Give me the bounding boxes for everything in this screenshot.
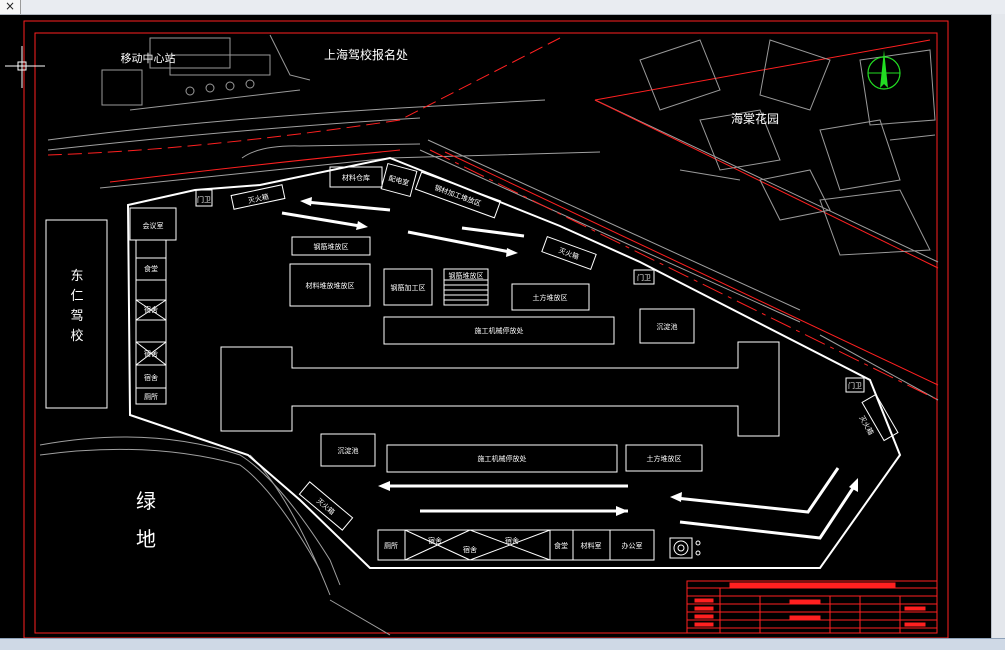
green-area-char-1: 绿 <box>136 489 156 513</box>
roads <box>39 99 939 636</box>
site-boundary <box>126 156 902 569</box>
gate-3-label: 门卫 <box>848 381 862 390</box>
dorm-bottom-label-1: 宿舍 <box>428 536 442 545</box>
well-icon <box>669 537 701 559</box>
toilet-bottom-label: 厕所 <box>384 541 398 550</box>
steel-stack[interactable] <box>443 268 489 306</box>
meeting-room-label: 会议室 <box>143 221 164 230</box>
earth-stack-2-label: 土方堆放区 <box>647 454 682 463</box>
power-room[interactable] <box>380 162 418 198</box>
left-building-char-2: 仁 <box>70 289 83 304</box>
arrow-7 <box>675 467 840 514</box>
fire-box-3-label: 灭火箱 <box>857 414 875 437</box>
stacking-top-label: 钢筋堆放区 <box>314 242 349 251</box>
material-room[interactable] <box>329 166 383 188</box>
inner-border <box>34 32 938 634</box>
pool-bottom-label: 沉淀池 <box>338 446 359 455</box>
pool-top[interactable] <box>639 308 695 344</box>
left-dorm-block[interactable] <box>135 239 167 405</box>
left-building: 东 仁 驾 校 <box>45 219 108 409</box>
dorm-left-label-3: 宿舍 <box>144 373 158 382</box>
material-room-label: 材料仓库 <box>342 173 370 182</box>
arrow-1 <box>305 200 391 212</box>
status-bar <box>0 638 1005 650</box>
outer-border <box>23 20 949 638</box>
gate-1-label: 门卫 <box>197 195 211 204</box>
title-bar: × <box>0 0 1005 15</box>
traffic-arrows <box>281 197 858 540</box>
left-building-char-4: 校 <box>70 328 83 344</box>
arrow-8 <box>679 484 857 540</box>
machine-area-bottom-label: 施工机械停放处 <box>478 454 527 463</box>
canteen-left-label: 食堂 <box>144 264 158 273</box>
gate-2-label: 门卫 <box>637 273 651 282</box>
power-room-label: 配电室 <box>388 173 411 187</box>
label-top-left-area: 移动中心站 <box>121 51 176 65</box>
toilet-left-label: 厕所 <box>144 392 158 401</box>
left-building-char-3: 驾 <box>70 309 83 324</box>
rebar-process[interactable] <box>383 268 433 306</box>
gate-1[interactable] <box>195 189 213 207</box>
label-top-center: 上海驾校报名处 <box>324 47 408 62</box>
canteen-bottom-label: 食堂 <box>554 541 568 550</box>
title-block <box>686 580 938 634</box>
hatch-lines <box>135 257 611 561</box>
buildings-top-right <box>639 39 936 256</box>
earth-stack-label: 土方堆放区 <box>533 293 568 302</box>
red-lines <box>47 37 939 401</box>
fire-box-4[interactable] <box>298 481 354 531</box>
label-top-right-area: 海棠花园 <box>731 111 779 126</box>
fire-box-3[interactable] <box>861 393 899 442</box>
earth-stack[interactable] <box>511 283 590 311</box>
green-area-char-2: 地 <box>136 527 156 551</box>
machine-area-top[interactable] <box>383 316 615 345</box>
bottom-dorm-block[interactable] <box>377 529 655 561</box>
arrow-3 <box>461 226 525 238</box>
compass-icon <box>867 50 901 90</box>
dorm-bottom-label-2: 宿舍 <box>463 545 477 554</box>
dorm-left-label-1: 宿舍 <box>144 305 158 314</box>
fire-box-2[interactable] <box>541 235 597 271</box>
steel-stack-label: 钢筋堆放区 <box>449 271 484 280</box>
formwork-area[interactable] <box>414 171 502 219</box>
machine-area-bottom[interactable] <box>386 444 618 473</box>
material-bottom-label: 材料室 <box>581 541 602 550</box>
close-icon[interactable]: × <box>0 0 21 14</box>
fire-cabinet-label: 灭火箱 <box>247 192 269 205</box>
gate-3[interactable] <box>845 377 865 393</box>
rebar-storage-label: 材料堆放堆放区 <box>306 281 355 290</box>
stacking-top[interactable] <box>291 236 371 256</box>
crosshair-cursor <box>5 46 45 88</box>
rebar-storage[interactable] <box>289 263 371 307</box>
office-label: 办公室 <box>622 541 643 550</box>
dorm-left-label-2: 宿舍 <box>144 349 158 358</box>
pool-bottom[interactable] <box>320 433 376 467</box>
vertical-scrollbar[interactable] <box>991 14 1005 638</box>
buildings-top-left <box>101 34 311 111</box>
cad-drawing-canvas[interactable]: 东 仁 驾 校 移动中心站 上海驾校报名处 海棠花园 绿 地 <box>0 14 991 638</box>
arrow-4 <box>407 230 511 254</box>
gate-2[interactable] <box>633 269 655 285</box>
fire-box-4-label: 灭火箱 <box>315 496 337 516</box>
fire-cabinet[interactable] <box>230 184 286 210</box>
earth-stack-2[interactable] <box>625 444 703 472</box>
pool-top-label: 沉淀池 <box>657 322 678 331</box>
dorm-bottom-label-3: 宿舍 <box>505 536 519 545</box>
rebar-process-label: 钢筋加工区 <box>391 283 426 292</box>
left-building-char-1: 东 <box>70 269 83 284</box>
machine-area-top-label: 施工机械停放处 <box>475 326 524 335</box>
main-building <box>220 341 780 437</box>
arrow-2 <box>281 211 361 228</box>
